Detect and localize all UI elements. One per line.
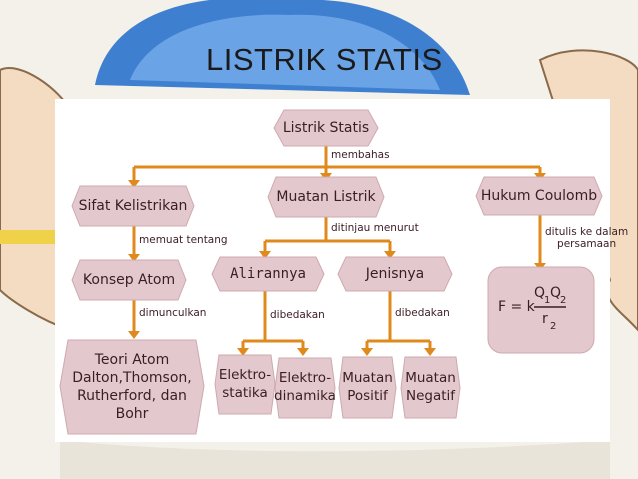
coulomb-formula: F = k Q 1 Q 2 r 2 (488, 267, 594, 353)
formula-q2: Q (550, 285, 562, 301)
pencil-shape (0, 230, 55, 244)
node-shape-muatan-negatif (400, 356, 461, 419)
node-shape-muatan-listrik (267, 176, 385, 218)
node-elektrostatika: Elektro- statika (218, 366, 272, 401)
arrowhead-positif (361, 348, 373, 356)
node-muatan-positif: Muatan Positif (342, 369, 393, 404)
arrowhead-sifat (128, 180, 140, 188)
arrowhead-elektrostatika (237, 348, 249, 356)
formula-denominator: r (542, 311, 548, 327)
node-shape-muatan-positif (338, 356, 397, 419)
arrowhead-konsep (128, 254, 140, 262)
node-konsep-atom: Konsep Atom (82, 271, 176, 288)
node-shape-alirannya (211, 256, 325, 292)
arrowhead-negatif (424, 348, 436, 356)
formula-q1: Q (534, 285, 546, 301)
node-shape-hukum-coulomb (475, 176, 603, 216)
node-shape-konsep-atom (71, 259, 187, 301)
edge-label-dimunculkan: dimunculkan (139, 307, 207, 319)
connector-lines (132, 145, 542, 350)
node-shape-sifat-kelistrikan (71, 185, 195, 227)
edge-label-ditulis-persamaan: ditulis ke dalam persamaan (545, 226, 629, 251)
formula-lhs: F = k (498, 299, 535, 315)
base-scribble (60, 440, 610, 479)
node-shape-elektrostatika (214, 354, 276, 415)
node-shapes (59, 109, 603, 435)
arrowheads (128, 173, 546, 356)
slide-title: LISTRIK STATIS (206, 42, 443, 77)
node-teori-atom: Teori Atom Dalton,Thomson, Rutherford, d… (72, 351, 192, 423)
node-shape-teori-atom (59, 339, 205, 435)
edge-label-memuat-tentang: memuat tentang (139, 234, 228, 246)
node-muatan-listrik: Muatan Listrik (276, 188, 376, 205)
node-jenisnya: Jenisnya (365, 265, 425, 282)
node-shape-elektrodinamika (274, 357, 336, 419)
edge-label-ditinjau-menurut: ditinjau menurut (331, 222, 419, 234)
edge-label-membahas: membahas (331, 149, 390, 161)
node-shape-formula (487, 266, 595, 354)
edge-label-dibedakan-left: dibedakan (270, 309, 325, 321)
node-hukum-coulomb: Hukum Coulomb (480, 187, 598, 204)
node-sifat-kelistrikan: Sifat Kelistrikan (78, 197, 188, 214)
node-elektrodinamika: Elektro- dinamika (274, 370, 336, 404)
arrowhead-jenisnya (384, 251, 396, 259)
formula-sub-r: 2 (550, 321, 557, 332)
globe-highlight (130, 14, 440, 90)
node-muatan-negatif: Muatan Negatif (405, 369, 456, 404)
edge-label-dibedakan-right: dibedakan (395, 307, 450, 319)
arrowhead-teori (128, 331, 140, 339)
arrowhead-elektrodinamika (297, 348, 309, 356)
node-alirannya: Alirannya (230, 265, 306, 282)
arrowhead-alirannya (259, 251, 271, 259)
node-shape-jenisnya (337, 256, 453, 292)
node-shape-listrik-statis (273, 109, 379, 147)
formula-sub2: 2 (560, 295, 567, 306)
formula-sub1: 1 (544, 295, 551, 306)
node-listrik-statis: Listrik Statis (282, 119, 370, 136)
